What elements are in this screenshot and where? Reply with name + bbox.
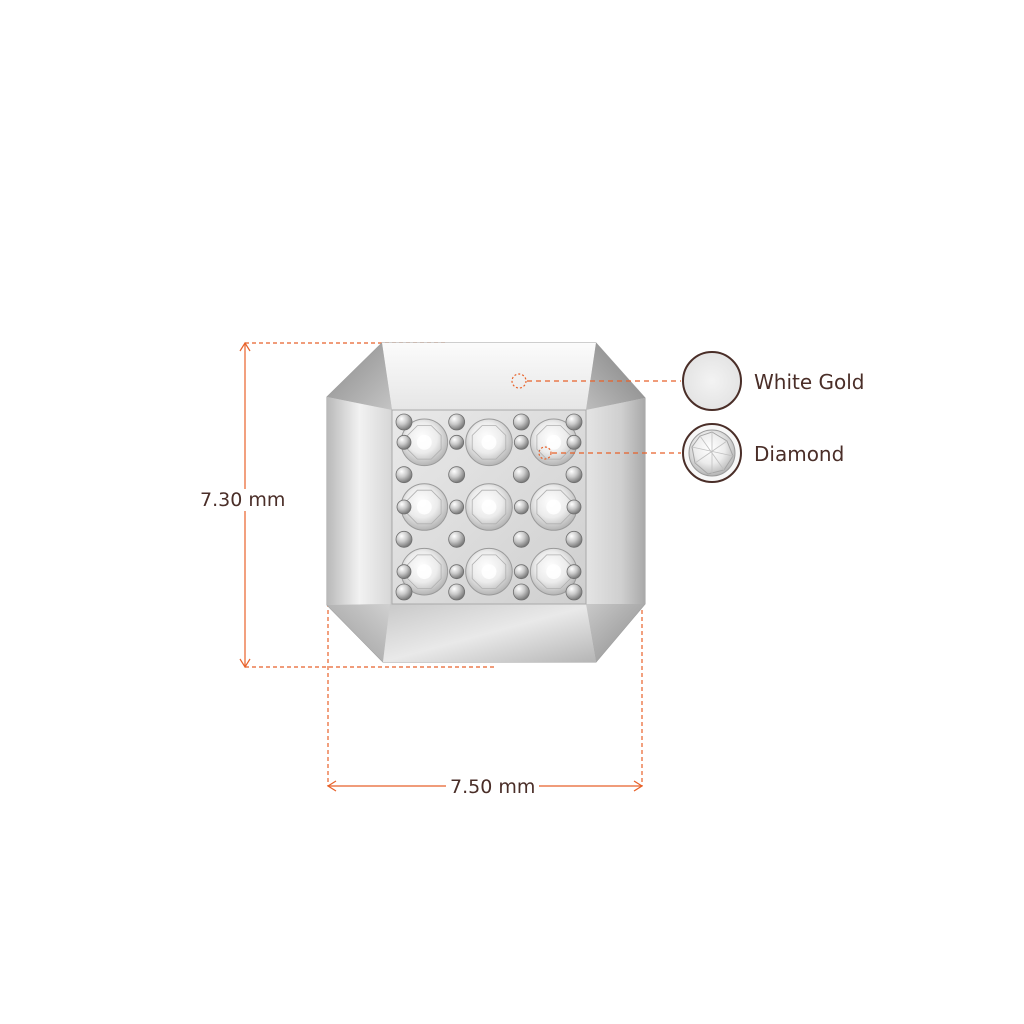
prong-bead xyxy=(512,530,530,548)
diamond-facet xyxy=(407,425,442,460)
prong-bead xyxy=(449,499,465,515)
diamond-facet xyxy=(536,489,571,525)
prong-bead xyxy=(396,564,412,580)
diamond-facet xyxy=(471,554,507,589)
white-gold-marker-icon xyxy=(511,373,527,389)
diamond-table xyxy=(416,434,432,450)
prong-bead xyxy=(512,466,530,484)
legend-swatches xyxy=(682,351,742,483)
diamond-table xyxy=(481,499,497,515)
corner-facet-bottom-right xyxy=(586,604,645,662)
prong-bead xyxy=(565,413,583,431)
earring-stud xyxy=(326,342,646,663)
prong-bead xyxy=(448,466,466,484)
prong-bead xyxy=(565,530,583,548)
legend-label-white-gold: White Gold xyxy=(754,370,865,394)
bottom-bevel xyxy=(383,604,596,662)
width-dimension-label: 7.50 mm xyxy=(446,776,540,798)
diamond-swatch-icon xyxy=(682,423,742,483)
diamond-table xyxy=(546,434,562,450)
prong-bead xyxy=(566,499,582,515)
diamond-table xyxy=(416,499,432,515)
diamond-facet xyxy=(407,554,442,589)
diamond-table xyxy=(546,499,562,515)
diamond-facet xyxy=(536,554,571,589)
prong-bead xyxy=(395,583,413,601)
height-arrow-top-icon xyxy=(239,341,251,352)
diamond-facet xyxy=(536,425,571,460)
top-bevel xyxy=(382,343,596,410)
diamond-grid xyxy=(395,413,583,601)
diamond-facet xyxy=(471,489,507,525)
prong-bead xyxy=(396,434,412,450)
corner-facet-top-left xyxy=(327,343,392,410)
legend-label-diamond: Diamond xyxy=(754,442,845,466)
diamond-facet xyxy=(407,489,442,525)
prong-bead xyxy=(513,499,529,515)
diamond-facet xyxy=(471,425,507,460)
prong-bead xyxy=(449,434,465,450)
left-bevel xyxy=(327,397,392,605)
prong-bead xyxy=(395,530,413,548)
diamond-table xyxy=(481,564,497,580)
diamond-marker-icon xyxy=(538,446,552,460)
prong-bead xyxy=(565,466,583,484)
prong-bead xyxy=(396,499,412,515)
prong-bead xyxy=(395,413,413,431)
prong-bead xyxy=(449,564,465,580)
width-arrow-right-icon xyxy=(633,780,644,792)
prong-bead xyxy=(566,434,582,450)
prong-bead xyxy=(448,413,466,431)
width-arrow-left-icon xyxy=(326,780,337,792)
corner-facet-bottom-left xyxy=(327,604,390,662)
prong-bead xyxy=(448,530,466,548)
prong-bead xyxy=(566,564,582,580)
prong-bead xyxy=(395,466,413,484)
prong-bead xyxy=(513,434,529,450)
diamond-table xyxy=(481,434,497,450)
legend-leaders xyxy=(511,373,681,460)
diamond-table xyxy=(416,564,432,580)
height-arrow-bottom-icon xyxy=(239,658,251,669)
prong-bead xyxy=(512,413,530,431)
prong-bead xyxy=(513,564,529,580)
diamond-table xyxy=(546,564,562,580)
right-bevel xyxy=(586,398,645,604)
prong-bead xyxy=(512,583,530,601)
corner-facet-top-right xyxy=(586,343,645,410)
prong-bead xyxy=(565,583,583,601)
height-dimension-label: 7.30 mm xyxy=(200,489,286,511)
prong-bead xyxy=(448,583,466,601)
white-gold-swatch-icon xyxy=(682,351,742,411)
